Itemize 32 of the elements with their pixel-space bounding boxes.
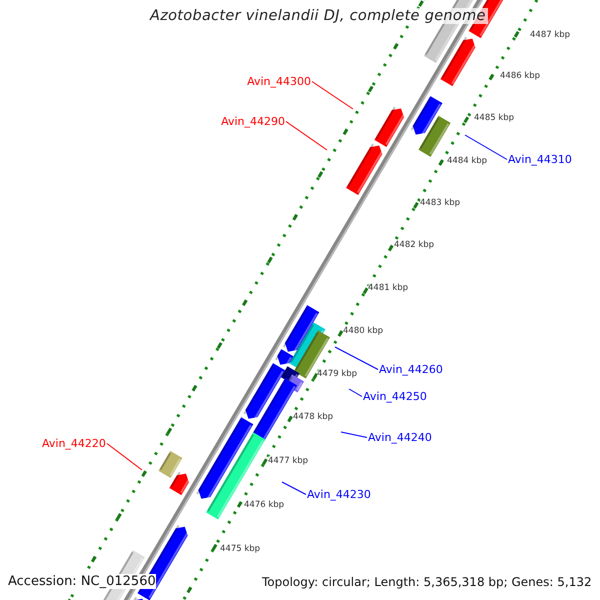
scale-label: 4480 kbp bbox=[343, 326, 384, 336]
gene-label: Avin_44250 bbox=[363, 390, 427, 403]
gene-label: Avin_44260 bbox=[379, 363, 443, 376]
gene-label: Avin_44220 bbox=[42, 437, 106, 450]
leader-line bbox=[286, 121, 328, 150]
scale-label: 4486 kbp bbox=[500, 71, 540, 81]
leader-line bbox=[348, 388, 362, 397]
scale-label: 4483 kbp bbox=[420, 198, 460, 208]
scale-label: 4476 kbp bbox=[244, 500, 284, 510]
leader-line bbox=[464, 134, 508, 160]
leader-line bbox=[106, 443, 142, 470]
scale-label: 4475 kbp bbox=[220, 544, 260, 554]
accession-label: Accession: NC_012560 bbox=[8, 574, 156, 589]
gene-label: Avin_44230 bbox=[307, 488, 371, 501]
leader-line bbox=[340, 432, 368, 438]
scale-label: 4479 kbp bbox=[317, 369, 358, 379]
gene-label: Avin_44240 bbox=[368, 431, 432, 444]
leader-line bbox=[334, 346, 378, 370]
scale-label: 4485 kbp bbox=[474, 113, 514, 123]
leader-line bbox=[312, 81, 354, 110]
gene-label: Avin_44310 bbox=[508, 153, 572, 166]
scale-label: 4478 kbp bbox=[293, 412, 334, 422]
title: Azotobacter vinelandii DJ, complete genome bbox=[148, 8, 488, 24]
scale-label: 4481 kbp bbox=[368, 283, 408, 293]
leader-line bbox=[282, 482, 306, 495]
scale-label: 4484 kbp bbox=[447, 156, 488, 166]
genome-summary: Topology: circular; Length: 5,365,318 bp; Genes: 5,132 bbox=[262, 575, 592, 589]
gene-label: Avin_44300 bbox=[247, 75, 311, 88]
scale-label: 4482 kbp bbox=[394, 240, 434, 250]
gene-label: Avin_44290 bbox=[221, 115, 285, 128]
scale-label: 4487 kbp bbox=[530, 30, 570, 40]
scale-label: 4477 kbp bbox=[268, 456, 308, 466]
